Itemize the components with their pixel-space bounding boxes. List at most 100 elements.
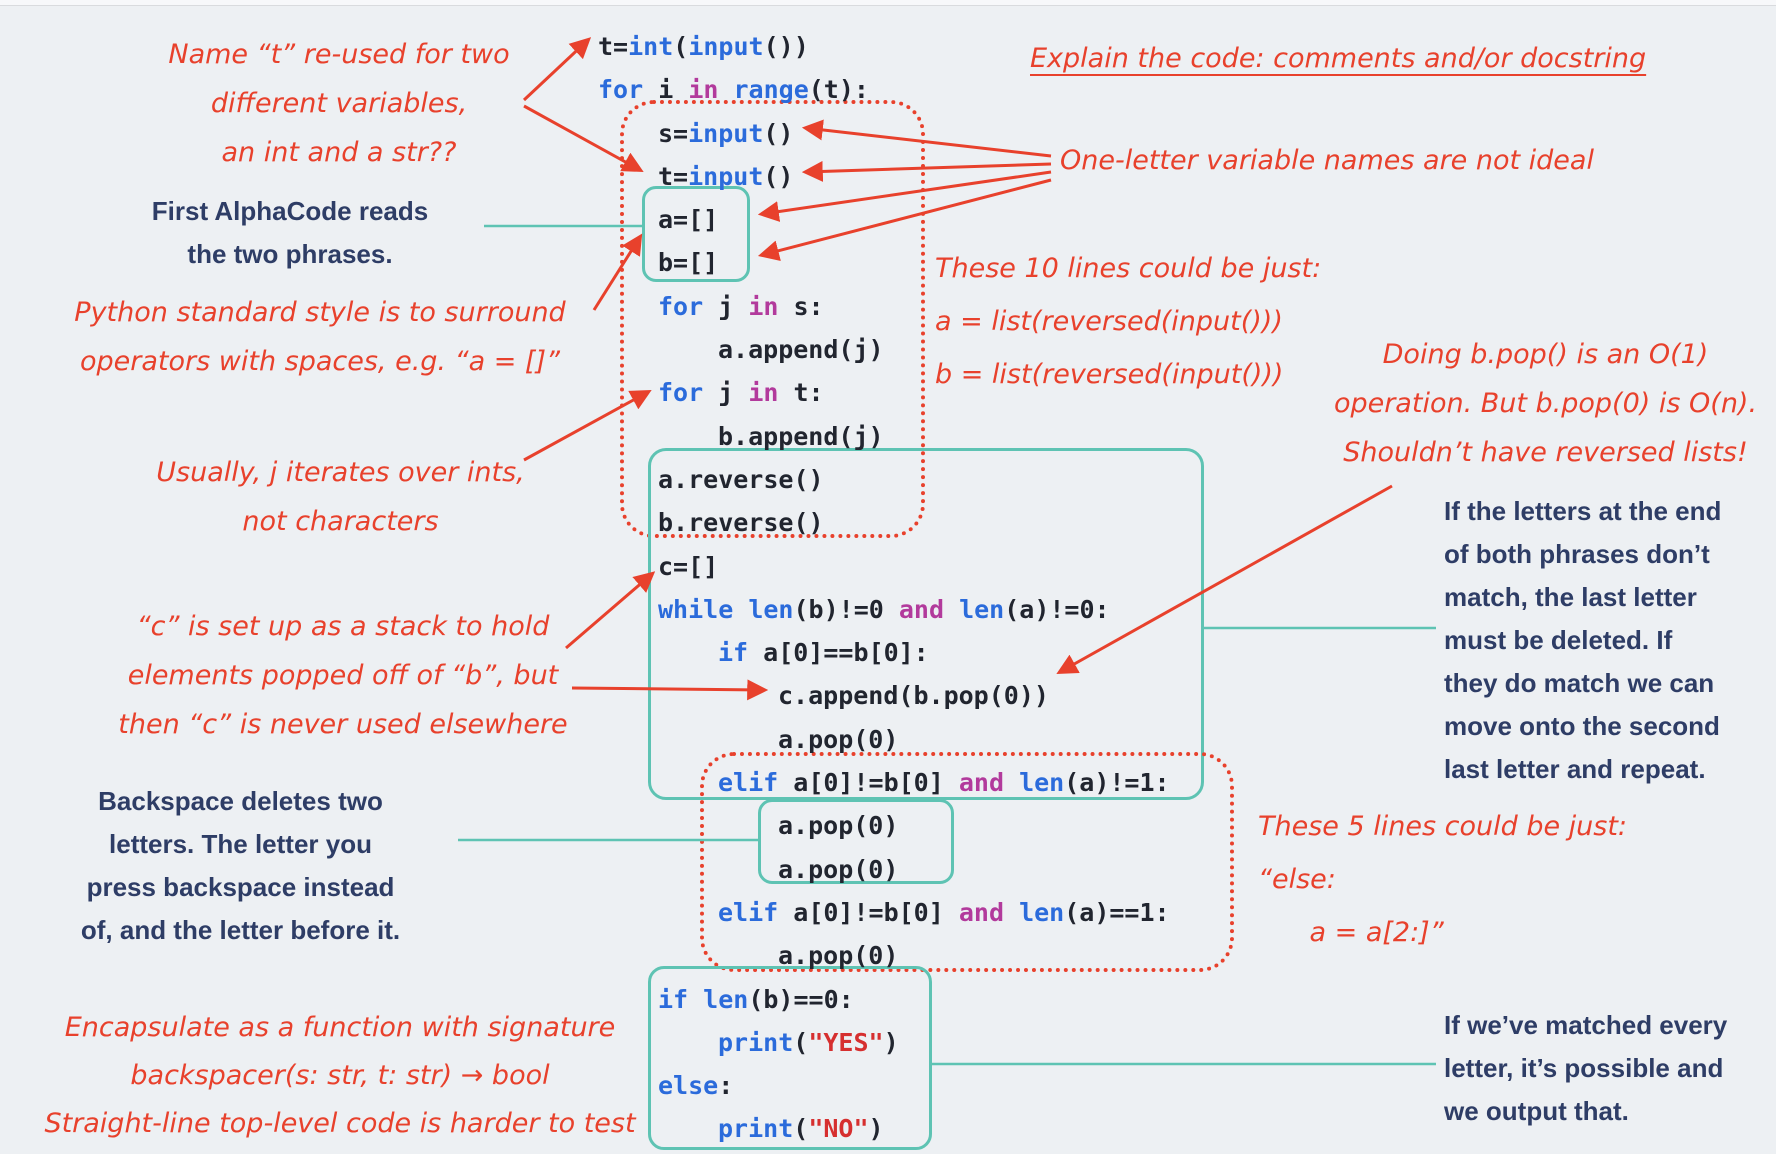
code-token: ())	[763, 32, 809, 61]
text-line: of, and the letter before it.	[80, 915, 401, 945]
box-list-init	[642, 186, 750, 282]
text-line: Straight-line top-level code is harder t…	[44, 1108, 636, 1139]
text-line: Backspace deletes two	[98, 786, 383, 816]
text-line: they do match we can	[1444, 668, 1715, 698]
code-token: c.append(b.pop(0))	[778, 681, 1049, 711]
dotted-box-parsing-loop	[620, 100, 925, 538]
code-token: t=	[658, 161, 689, 191]
code-line: a.pop(0)	[598, 848, 1170, 891]
text-line: If the letters at the end	[1444, 496, 1722, 526]
code-token: input	[688, 118, 764, 148]
annotation-letters-end: If the letters at the end of both phrases…	[1444, 490, 1721, 791]
code-line: print("NO")	[598, 1107, 1170, 1150]
code-token: len	[748, 594, 794, 624]
text-line: These 10 lines could be just:	[935, 253, 1322, 284]
code-token: int	[628, 32, 674, 61]
code-token	[944, 595, 959, 624]
code-token: elif	[718, 897, 779, 927]
text-line: b = list(reversed(input()))	[935, 359, 1284, 390]
text-line: a = list(reversed(input()))	[935, 306, 1283, 337]
text-line: letters. The letter you	[109, 829, 372, 859]
annotation-t-reused: Name “t” re-used for two different variab…	[148, 30, 530, 177]
code-token	[688, 985, 703, 1014]
code-line: while len(b)!=0 and len(a)!=0:	[598, 588, 1170, 631]
code-token: in	[688, 75, 719, 105]
code-token: t=	[598, 32, 629, 61]
code-token: (	[793, 1027, 809, 1057]
code-line: for j in s:	[598, 285, 1170, 328]
code-line: b.append(j)	[598, 415, 1170, 458]
code-token: len	[703, 984, 749, 1014]
code-token: (t):	[808, 75, 869, 105]
code-token: if	[658, 984, 689, 1014]
code-token: a=[]	[658, 205, 719, 235]
code-line: else:	[598, 1064, 1170, 1107]
code-block: t=int(input())for i in range(t):s=input(…	[598, 25, 1170, 1151]
annotation-encapsulate: Encapsulate as a function with signature…	[15, 1004, 665, 1148]
code-token: and	[958, 897, 1004, 927]
text-line: of both phrases don’t	[1444, 539, 1710, 569]
code-token: len	[1019, 897, 1065, 927]
annotation-first-alphacode: First AlphaCode reads the two phrases.	[95, 190, 485, 276]
code-line: b=[]	[598, 241, 1170, 284]
code-token: in	[748, 378, 779, 408]
code-token: (a)==1:	[1064, 897, 1170, 927]
annotation-doing-bpop: Doing b.pop() is an O(1)operation. But b…	[1318, 330, 1773, 477]
dotted-box-elif-branches	[700, 752, 1234, 972]
text-line: letter, it’s possible and	[1444, 1053, 1724, 1083]
code-token: a[0]!=b[0]	[778, 768, 959, 798]
code-token: and	[958, 768, 1004, 798]
code-token: a[0]!=b[0]	[778, 897, 959, 927]
annotation-five-lines: These 5 lines could be just:“else: a = a…	[1258, 800, 1627, 959]
code-token: b.reverse()	[658, 508, 824, 538]
text-line: move onto the second	[1444, 711, 1720, 741]
code-token: a.reverse()	[658, 464, 824, 494]
code-token: while	[658, 594, 734, 624]
code-line: elif a[0]!=b[0] and len(a)==1:	[598, 891, 1170, 934]
code-token: len	[959, 594, 1005, 624]
code-token: print	[718, 1027, 794, 1057]
text-line: the two phrases.	[187, 239, 393, 269]
code-line: for j in t:	[598, 371, 1170, 414]
code-token	[1004, 768, 1019, 797]
code-token: c=[]	[658, 551, 719, 581]
window-top-edge	[0, 0, 1776, 6]
code-token: a.append(j)	[718, 335, 884, 365]
text-line: we output that.	[1444, 1096, 1629, 1126]
code-token: t:	[778, 378, 824, 408]
code-token	[718, 75, 733, 104]
code-token: else	[658, 1071, 719, 1101]
text-line: last letter and repeat.	[1444, 754, 1706, 784]
text-line: Python standard style is to surround	[74, 297, 566, 328]
text-line: not characters	[242, 506, 439, 537]
text-line: an int and a str??	[221, 137, 457, 168]
code-token: for	[598, 75, 644, 105]
code-token: "NO"	[808, 1114, 869, 1144]
text-line: Name “t” re-used for two	[168, 39, 510, 70]
code-token: "YES"	[808, 1027, 884, 1057]
code-token: a[0]==b[0]:	[748, 638, 929, 668]
code-line: for i in range(t):	[598, 68, 1170, 111]
code-token: a.pop(0)	[778, 941, 899, 971]
text-line: First AlphaCode reads	[151, 196, 429, 226]
code-line: c=[]	[598, 545, 1170, 588]
arrow-t-reuse-to-int	[522, 37, 592, 102]
annotation-ten-lines: These 10 lines could be just: a = list(re…	[935, 242, 1321, 401]
code-token: ()	[763, 118, 794, 148]
code-token: elif	[718, 768, 779, 798]
code-token: for	[658, 378, 704, 408]
code-token: s=	[658, 118, 689, 148]
text-line: different variables,	[210, 88, 468, 119]
code-token: ()	[763, 161, 794, 191]
code-line: if len(b)==0:	[598, 978, 1170, 1021]
code-token: j	[703, 378, 749, 408]
annotation-backspace: Backspace deletes two letters. The letter…	[28, 780, 453, 952]
code-token: )	[868, 1114, 884, 1144]
code-line: a.append(j)	[598, 328, 1170, 371]
text-line: These 5 lines could be just:	[1258, 811, 1628, 842]
text-line: Encapsulate as a function with signature	[64, 1012, 616, 1043]
text-line: a = a[2:]”	[1258, 917, 1444, 948]
text-line: Usually, j iterates over ints,	[156, 457, 525, 488]
text-line: match, the last letter	[1444, 582, 1697, 612]
